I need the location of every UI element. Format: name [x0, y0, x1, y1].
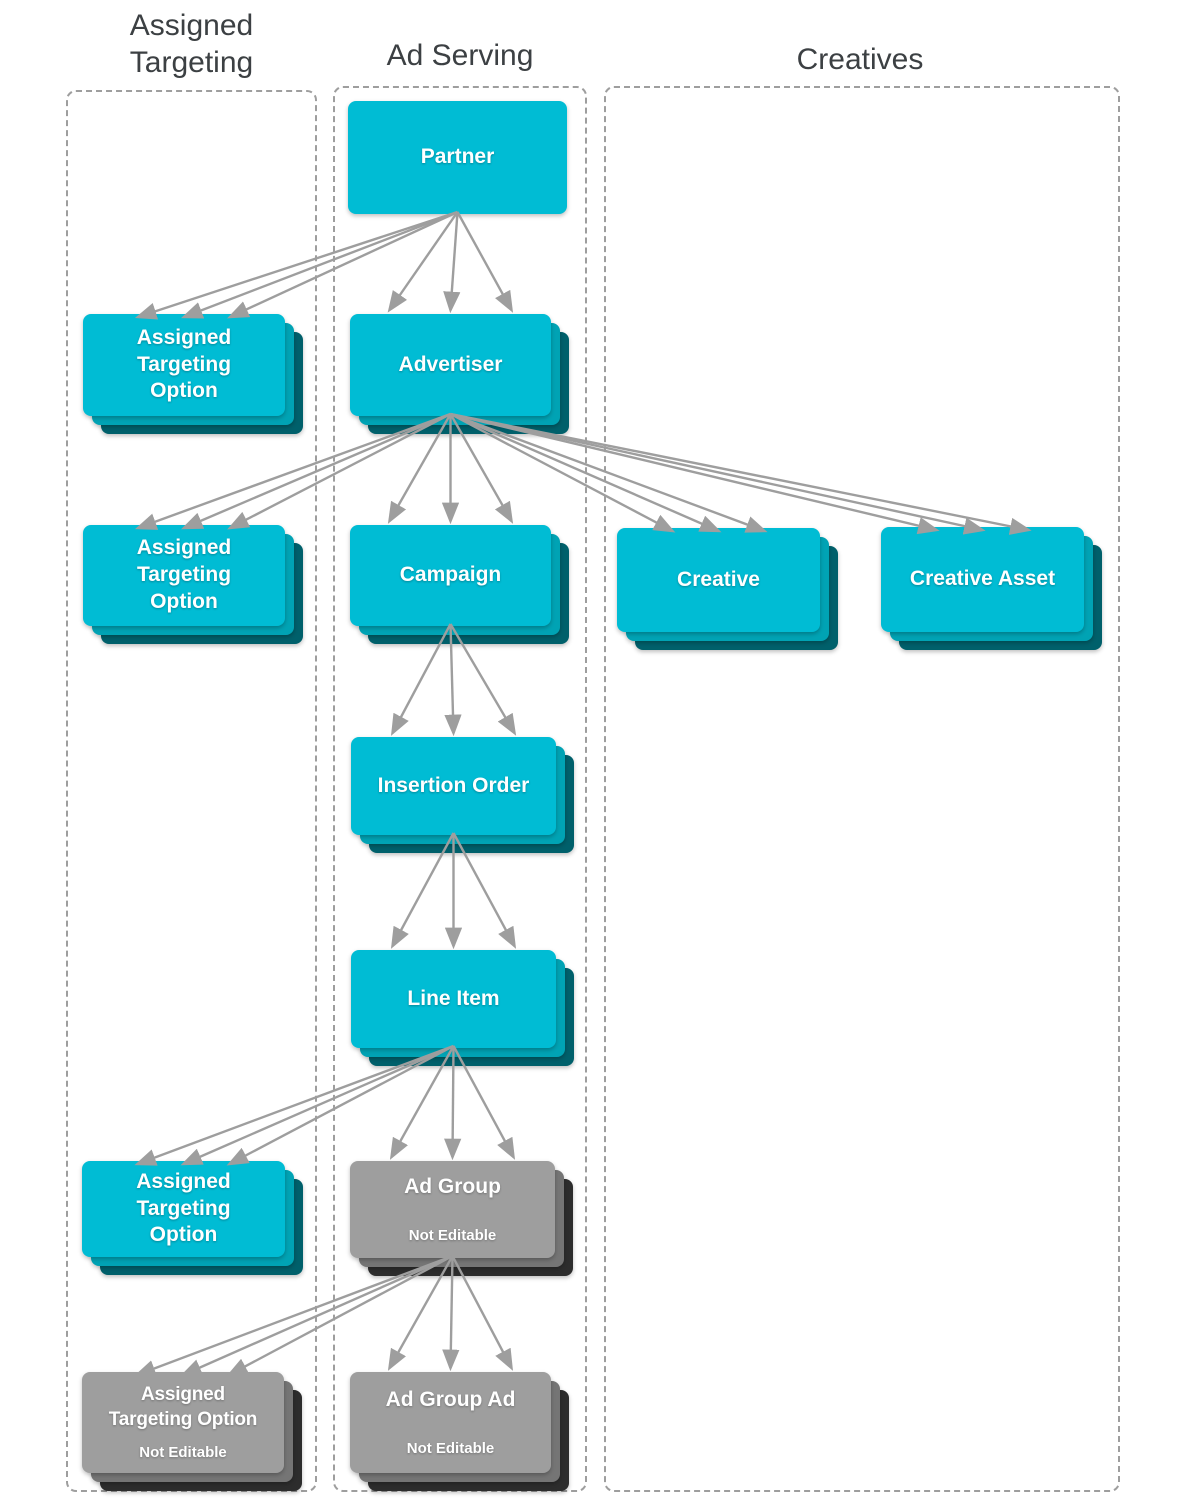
node-assigned-targeting-option-2: Assigned Targeting Option — [83, 525, 303, 644]
header-assigned-targeting: Assigned Targeting — [129, 9, 254, 79]
node-assigned-targeting-option-1: Assigned Targeting Option — [83, 314, 303, 434]
node-label: Partner — [420, 145, 495, 169]
node-label: Assigned Targeting Option — [136, 325, 232, 403]
node-insertion-order: Insertion Order — [351, 737, 574, 853]
node-ad-group: Ad Group Not Editable — [350, 1161, 573, 1276]
node-label: Ad Group — [404, 1175, 501, 1199]
node-sublabel: Not Editable — [139, 1443, 227, 1461]
node-sublabel: Not Editable — [406, 1439, 495, 1457]
node-creative-asset: Creative Asset — [881, 527, 1102, 650]
node-label: Advertiser — [398, 352, 503, 376]
node-label: Ad Group Ad — [385, 1388, 516, 1412]
node-assigned-targeting-option-3: Assigned Targeting Option — [82, 1161, 303, 1275]
header-creatives: Creatives — [796, 43, 924, 76]
node-label: Campaign — [399, 563, 502, 587]
container-assigned-targeting — [66, 90, 317, 1492]
container-creatives — [604, 86, 1120, 1492]
node-label: Line Item — [407, 986, 500, 1010]
node-label: Creative — [677, 567, 760, 591]
node-assigned-targeting-option-4: Assigned Targeting Option Not Editable — [82, 1372, 302, 1491]
node-campaign: Campaign — [350, 525, 569, 644]
node-partner: Partner — [348, 101, 567, 214]
node-label: Insertion Order — [377, 773, 530, 797]
node-label: Assigned Targeting Option — [136, 536, 232, 613]
node-label: Assigned Targeting Option — [108, 1384, 258, 1430]
container-ad-serving — [333, 86, 587, 1492]
node-creative: Creative — [617, 528, 838, 650]
node-label: Assigned Targeting Option — [136, 1169, 231, 1247]
node-label: Creative Asset — [909, 567, 1056, 591]
node-line-item: Line Item — [351, 950, 574, 1066]
node-sublabel: Not Editable — [408, 1226, 497, 1244]
header-ad-serving: Ad Serving — [386, 39, 534, 72]
node-ad-group-ad: Ad Group Ad Not Editable — [350, 1372, 569, 1491]
node-advertiser: Advertiser — [350, 314, 569, 434]
